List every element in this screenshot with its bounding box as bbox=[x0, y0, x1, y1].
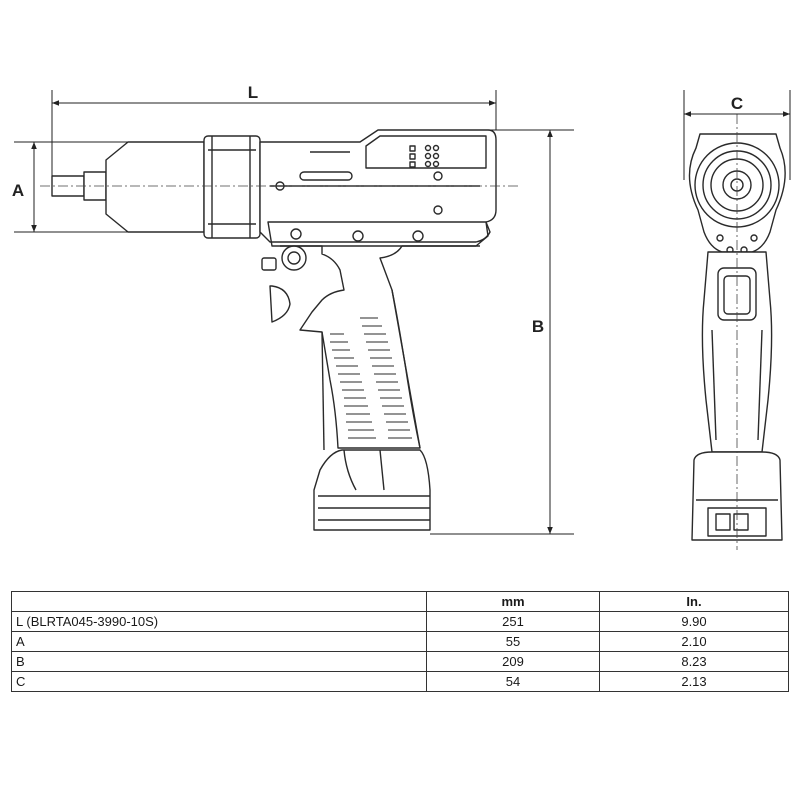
side-view bbox=[51, 129, 497, 531]
dimension-C-label: C bbox=[731, 94, 743, 113]
table-row: L (BLRTA045-3990-10S) 251 9.90 bbox=[11, 611, 789, 632]
table-header-row: mm In. bbox=[11, 591, 789, 612]
row-label: A bbox=[11, 631, 427, 652]
row-label: L (BLRTA045-3990-10S) bbox=[11, 611, 427, 632]
dimension-L-label: L bbox=[248, 83, 258, 102]
table-header-mm: mm bbox=[426, 591, 600, 612]
table-row: B 209 8.23 bbox=[11, 651, 789, 672]
dimension-lines bbox=[14, 90, 791, 535]
centerlines bbox=[40, 114, 738, 550]
row-in: 8.23 bbox=[599, 651, 789, 672]
row-mm: 54 bbox=[426, 671, 600, 692]
trigger bbox=[269, 285, 291, 323]
spec-table: mm In. L (BLRTA045-3990-10S) 251 9.90 A … bbox=[11, 591, 789, 692]
table-row: C 54 2.13 bbox=[11, 671, 789, 692]
row-label: B bbox=[11, 651, 427, 672]
row-in: 9.90 bbox=[599, 611, 789, 632]
grip-texture bbox=[330, 317, 412, 439]
row-label: C bbox=[11, 671, 427, 692]
direction-switch bbox=[281, 245, 307, 271]
dimension-B-label: B bbox=[532, 317, 544, 336]
table-row: A 55 2.10 bbox=[11, 631, 789, 652]
row-in: 2.13 bbox=[599, 671, 789, 692]
tool-dimension-drawing: L A B C bbox=[12, 83, 791, 550]
table-header-in: In. bbox=[599, 591, 789, 612]
handle bbox=[280, 245, 480, 449]
row-mm: 251 bbox=[426, 611, 600, 632]
row-in: 2.10 bbox=[599, 631, 789, 652]
row-mm: 209 bbox=[426, 651, 600, 672]
table-header-blank bbox=[11, 591, 427, 612]
battery bbox=[313, 449, 431, 531]
row-mm: 55 bbox=[426, 631, 600, 652]
dimension-A-label: A bbox=[12, 181, 24, 200]
nose-cone bbox=[105, 141, 205, 233]
